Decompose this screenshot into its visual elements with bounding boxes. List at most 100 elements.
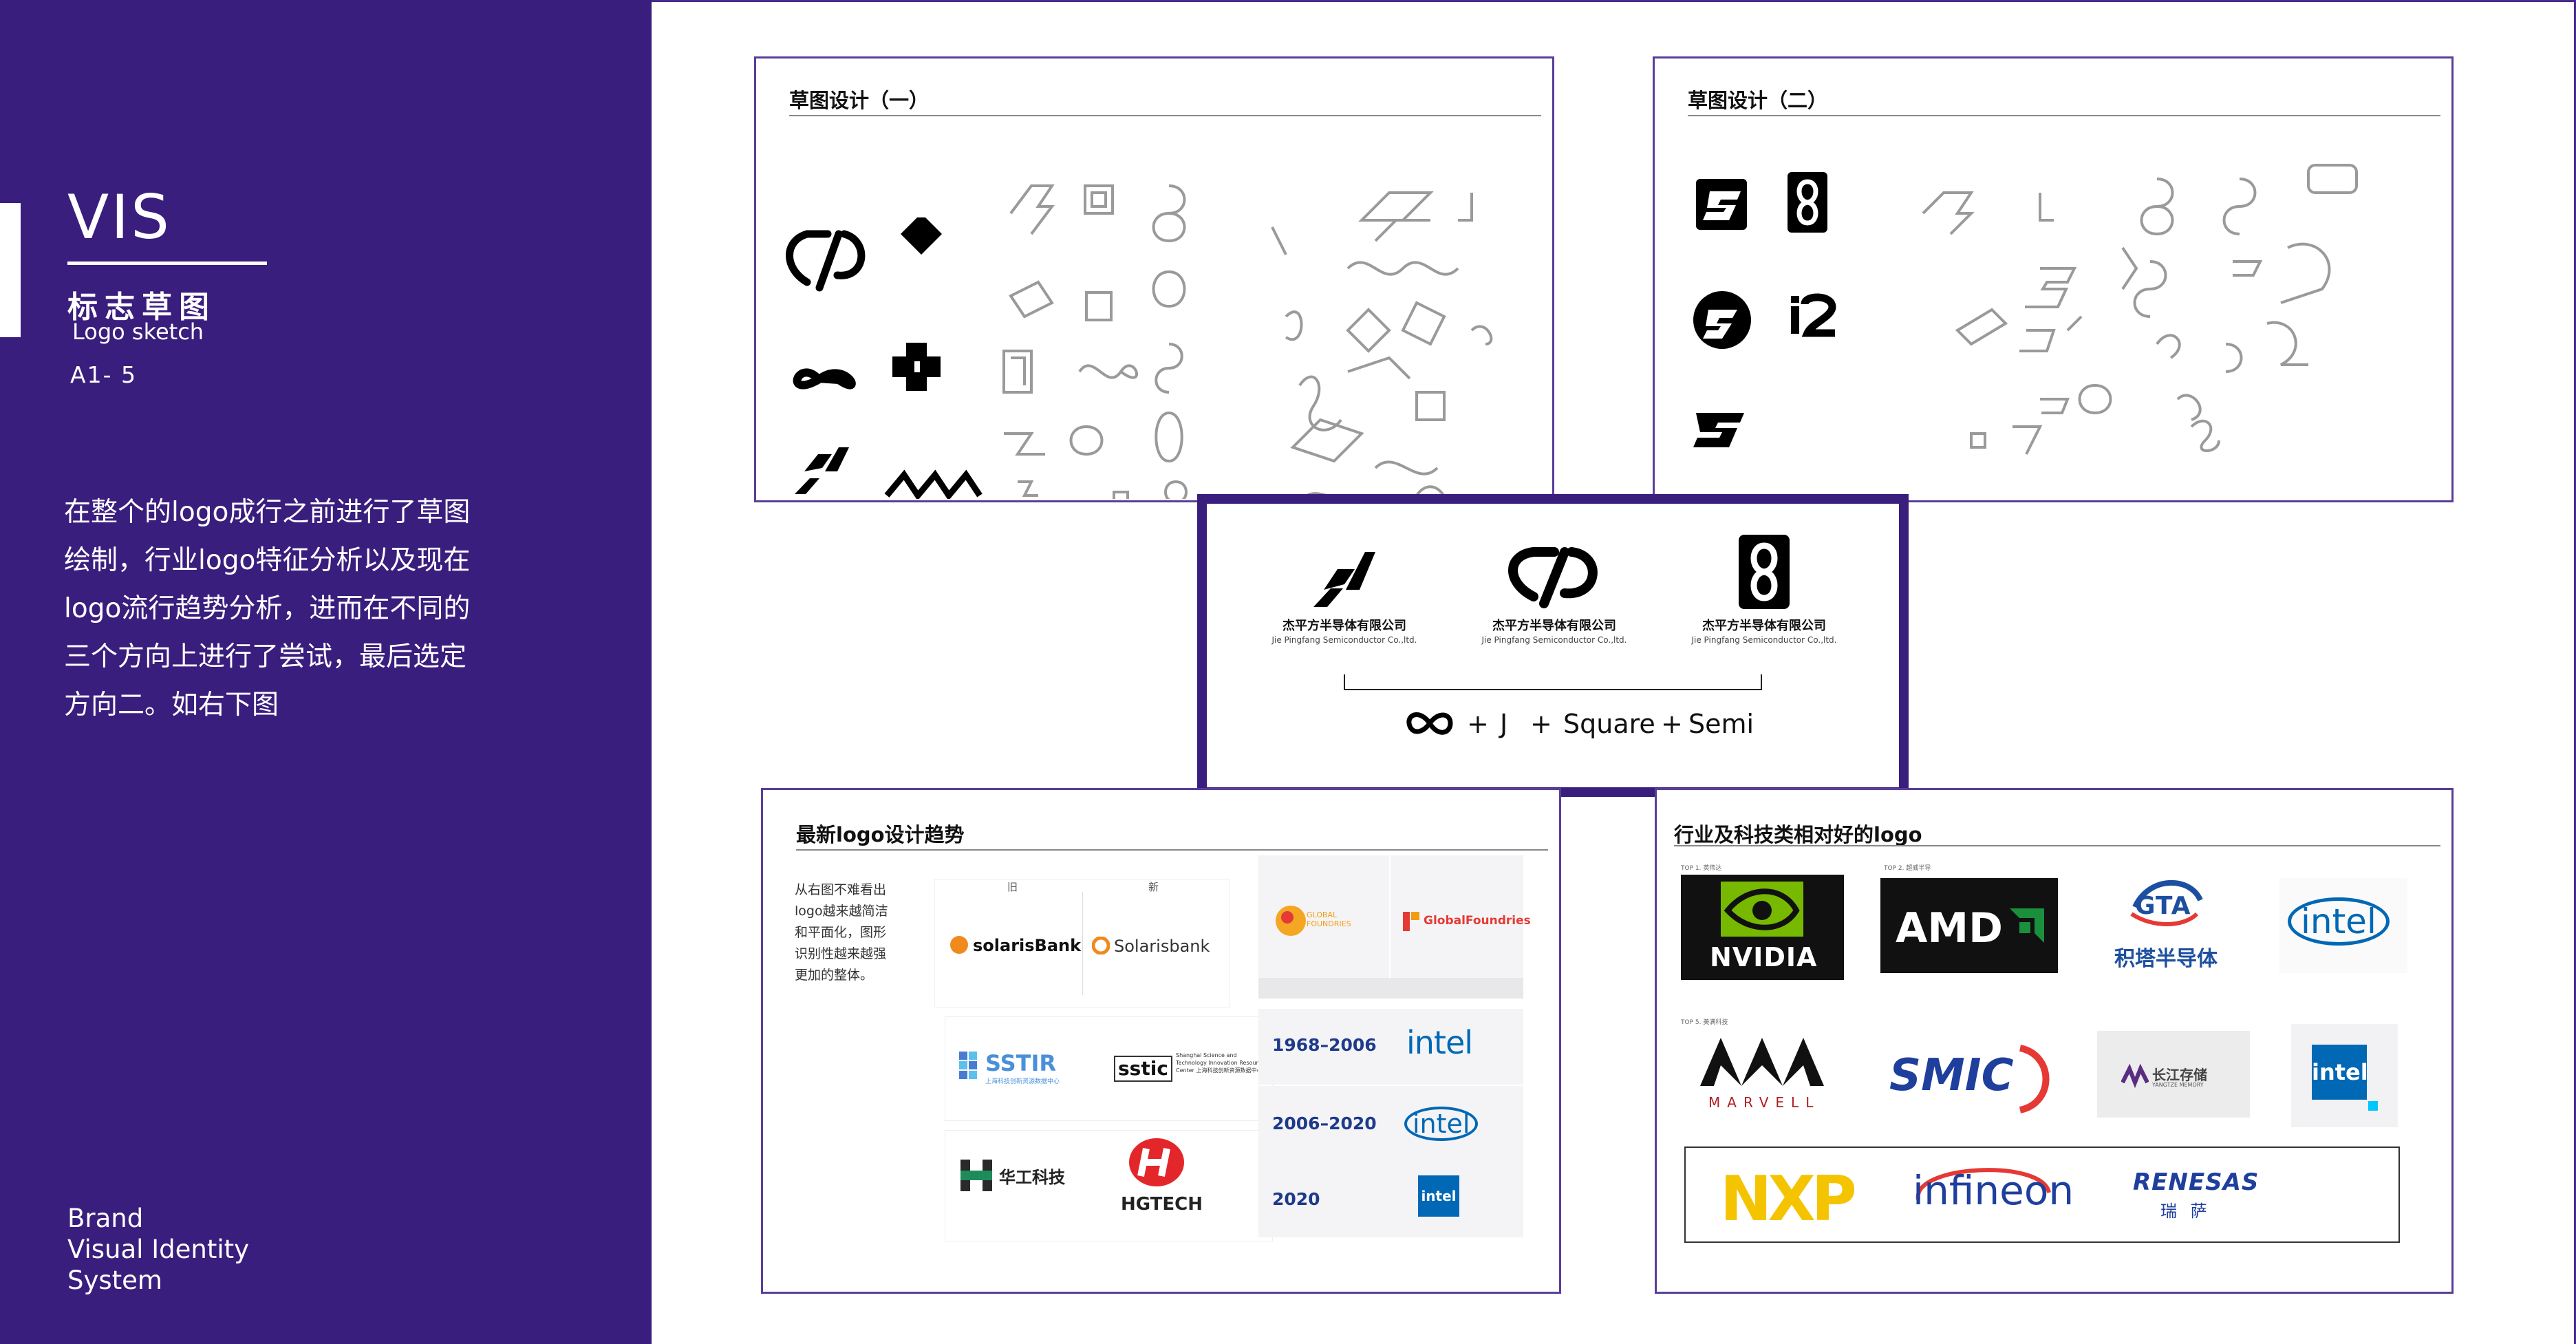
pencil-sketch-cluster-icon [1002, 184, 1493, 499]
formula-plus: + [1530, 709, 1552, 739]
intel-era-years: 2020 [1272, 1189, 1320, 1209]
candidate-logo-2: 杰平方半导体有限公司 Jie Pingfang Semiconductor Co… [1451, 535, 1657, 645]
gf-new-wordmark: GlobalFoundries [1424, 914, 1531, 928]
solaris-old-wordmark: solarisBank [973, 936, 1082, 955]
sketch-logo-s-square-icon [1696, 179, 1747, 230]
candidate-8-square-icon [1739, 535, 1790, 609]
globalfoundries-comparison: GLOBAL FOUNDRIES GlobalFoundries [1258, 855, 1531, 999]
infineon-wordmark: infineon [1913, 1167, 2074, 1214]
amd-arrow-icon [2010, 908, 2044, 943]
sstir-comparison: SSTIR 上海科技创新资源数据中心 sstic Shanghai Scienc… [945, 1017, 1272, 1120]
vis-underline [67, 262, 267, 265]
yangtze-cn-wordmark: 长江存储 [2152, 1067, 2207, 1083]
formula-plus: + [1661, 709, 1683, 739]
industry-panel: 行业及科技类相对好的logo TOP 1. 英伟达 NVIDIA TOP 2. … [1655, 788, 2454, 1294]
sketch-logo-sj-icon [795, 447, 849, 494]
candidate-cp-icon [1508, 547, 1598, 608]
hgtech-icon [1129, 1138, 1184, 1186]
sketch-panel-one: 草图设计（一） [754, 56, 1554, 502]
top1-caption: TOP 1. 英伟达 [1681, 865, 1722, 872]
candidate-company-en: Jie Pingfang Semiconductor Co.,ltd. [1481, 635, 1627, 645]
gta-swoosh-icon [2130, 879, 2203, 926]
sketch-logo-s-circle-icon [1693, 291, 1751, 349]
candidate-bracket [1344, 674, 1762, 690]
nvidia-logo: NVIDIA [1681, 875, 1844, 980]
candidate-company-en: Jie Pingfang Semiconductor Co.,ltd. [1271, 635, 1417, 645]
intel-wordmark-2006: intel [1404, 1107, 1479, 1141]
candidate-company-en: Jie Pingfang Semiconductor Co.,ltd. [1691, 635, 1837, 645]
sketch-logo-diamond-icon [901, 206, 942, 255]
intel-modern-square-icon [2368, 1101, 2378, 1111]
intel-era-3: 2020 intel [1258, 1162, 1523, 1237]
marvell-wordmark: MARVELL [1708, 1094, 1821, 1111]
smic-wordmark: SMIC [1889, 1050, 2014, 1101]
new-label: 新 [1148, 881, 1159, 893]
intel-logo-modern: intel [2291, 1024, 2398, 1127]
sketch-panel-one-title: 草图设计（一） [789, 89, 930, 112]
trend-panel-title: 最新logo设计趋势 [796, 823, 965, 846]
yangtze-en-wordmark: YANGTZE MEMORY [2152, 1082, 2204, 1088]
partner-logo-row: NXP infineon RENESAS 瑞 萨 [1684, 1146, 2400, 1243]
solaris-old-icon [950, 936, 968, 954]
intel-era-1: 1968–2006 intel [1258, 1009, 1523, 1085]
industry-panel-title: 行业及科技类相对好的logo [1674, 823, 1922, 846]
sstir-wordmark: SSTIR [985, 1050, 1057, 1076]
selected-direction-box: 杰平方半导体有限公司 Jie Pingfang Semiconductor Co… [1197, 494, 1909, 797]
hg-old-icon [960, 1160, 992, 1191]
sketch-logo-i2-icon [1791, 293, 1836, 337]
sketch-logo-wave-icon [884, 469, 983, 499]
frame-right-line [2574, 0, 2576, 1344]
gta-logo: GTA 积塔半导体 [2097, 873, 2235, 983]
sketch-two-art [1693, 164, 2358, 455]
smic-logo: SMIC [1884, 1038, 2061, 1120]
infinity-icon [1406, 712, 1453, 735]
sketch-logo-cp-icon [786, 230, 866, 292]
trend-panel: 最新logo设计趋势 从右图不难看出 logo越来越简洁 和平面化，图形 识别性… [761, 788, 1561, 1294]
intel-era-2: 2006–2020 intel [1258, 1086, 1523, 1162]
nxp-wordmark: NXP [1720, 1163, 1857, 1235]
intel-modern-wordmark: intel [2312, 1045, 2368, 1100]
intel-classic-wordmark: intel [2288, 897, 2390, 946]
section-title-cn: 标志草图 [67, 290, 216, 325]
sidebar-accent-bar [0, 203, 21, 337]
marvell-logo: MARVELL [1681, 1031, 1844, 1127]
amd-logo: AMD [1880, 878, 2058, 973]
sidebar: VIS 标志草图 Logo sketch A1- 5 在整个的logo成行之前进… [0, 0, 652, 1344]
sketch-logo-s-flat-icon [1693, 413, 1744, 447]
solaris-new-wordmark: Solarisbank [1114, 937, 1210, 956]
candidate-sj-icon [1313, 552, 1375, 607]
description-text: 在整个的logo成行之前进行了草图 绘制，行业logo特征分析以及现在 logo… [64, 497, 471, 721]
section-title-en: Logo sketch [72, 319, 204, 345]
solaris-divider [1082, 892, 1083, 995]
sstir-subtitle: 上海科技创新资源数据中心 [985, 1078, 1060, 1085]
yangtze-wave-icon [2121, 1063, 2149, 1089]
amd-wordmark: AMD [1896, 904, 2003, 952]
sstic-wordmark: sstic [1114, 1056, 1172, 1082]
solaris-new-icon [1092, 937, 1110, 954]
candidate-logo-3: 杰平方半导体有限公司 Jie Pingfang Semiconductor Co… [1661, 535, 1867, 645]
intel-era-years: 1968–2006 [1272, 1035, 1377, 1055]
formula-plus: + [1467, 709, 1489, 739]
gf-old-icon [1276, 906, 1306, 936]
top5-caption: TOP 5. 美满科技 [1681, 1019, 1728, 1026]
sstic-description: Shanghai Science and Technology Innovati… [1176, 1052, 1265, 1074]
marvell-m-icon [1700, 1038, 1824, 1086]
intel-wordmark-1968: intel [1406, 1024, 1473, 1061]
brand-footer: Brand Visual Identity System [67, 1204, 250, 1295]
panel-divider [1688, 115, 2440, 116]
nvidia-wordmark: NVIDIA [1710, 942, 1818, 972]
hgtech-comparison: 华工科技 HGTECH [945, 1131, 1272, 1241]
hgtech-wordmark: HGTECH [1121, 1194, 1203, 1215]
gf-new-icon [1403, 912, 1419, 931]
page-number: A1- 5 [70, 361, 137, 388]
sketch-logo-8-square-icon [1788, 172, 1827, 233]
sketch-one-art [786, 184, 1493, 499]
sketch-panel-two: 草图设计（二） [1653, 56, 2454, 502]
solaris-comparison: 旧 新 solarisBank Solarisbank [935, 879, 1230, 1007]
intel-era-years: 2006–2020 [1272, 1113, 1377, 1133]
trend-note: 从右图不难看出 logo越来越简洁 和平面化，图形 识别性越来越强 更加的整体。 [795, 882, 888, 983]
candidate-company-cn: 杰平方半导体有限公司 [1702, 619, 1826, 633]
yangtze-memory-logo: 长江存储 YANGTZE MEMORY [2097, 1031, 2250, 1118]
gf-old-wordmark: GLOBAL FOUNDRIES [1307, 910, 1351, 928]
renesas-wordmark: RENESAS [2133, 1169, 2260, 1196]
